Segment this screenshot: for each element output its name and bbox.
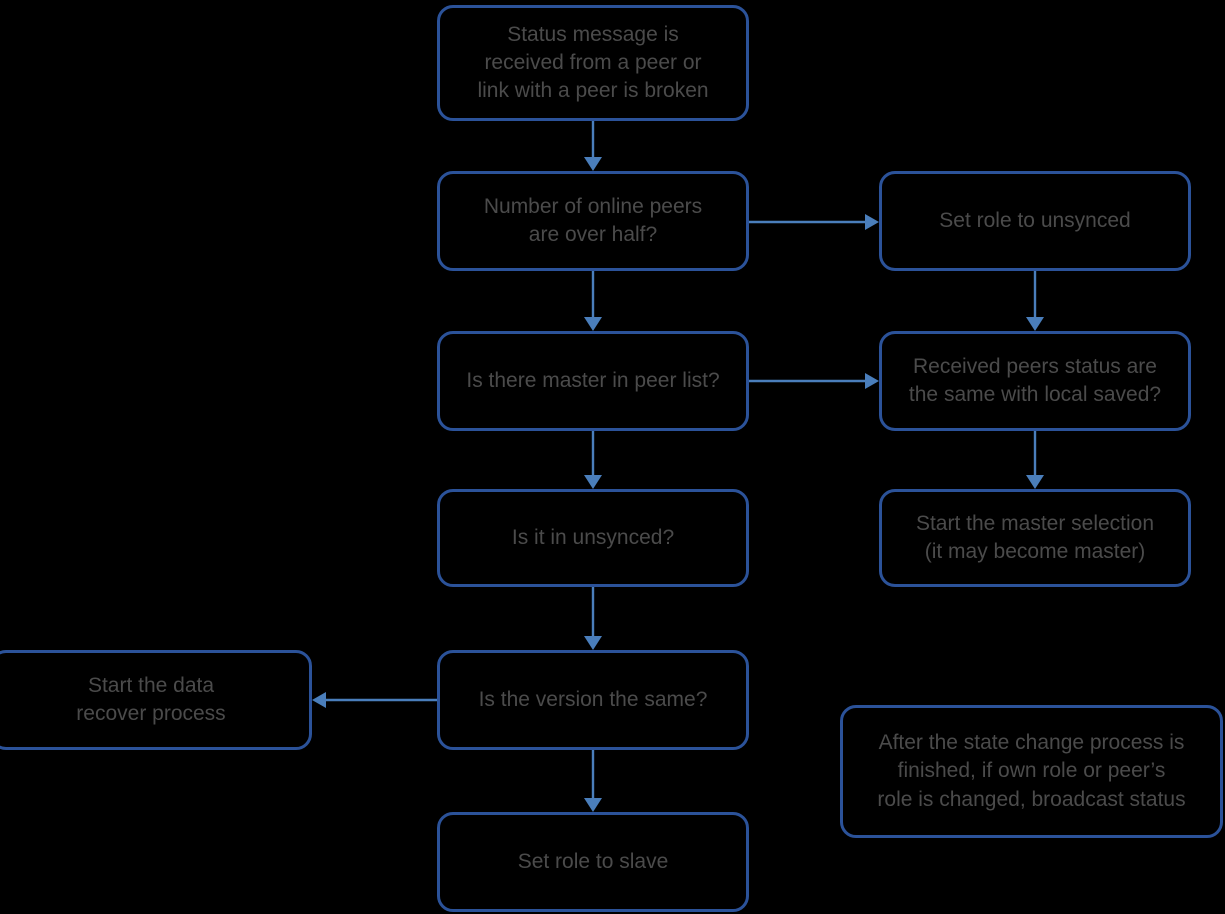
node-label-start-data-recover: Start the data recover process xyxy=(76,673,226,725)
arrowhead xyxy=(312,692,326,708)
node-master-in-peer-list[interactable]: Is there master in peer list? xyxy=(437,331,749,431)
node-label-master-in-peer-list: Is there master in peer list? xyxy=(466,368,720,392)
node-peers-status-same[interactable]: Received peers status are the same with … xyxy=(879,331,1191,431)
edge-version-to-slave xyxy=(584,750,602,812)
edge-unsynced-to-status xyxy=(1026,271,1044,331)
edge-peers-to-master xyxy=(584,271,602,331)
node-label-status-message-received: Status message is received from a peer o… xyxy=(477,22,709,103)
node-label-broadcast-note: After the state change process is finish… xyxy=(877,731,1186,811)
arrowhead xyxy=(584,636,602,650)
node-broadcast-note[interactable]: After the state change process is finish… xyxy=(840,705,1223,838)
node-start-data-recover[interactable]: Start the data recover process xyxy=(0,650,312,750)
arrowhead xyxy=(584,317,602,331)
node-set-role-unsynced[interactable]: Set role to unsynced xyxy=(879,171,1191,271)
arrowhead xyxy=(865,373,879,389)
node-label-version-same: Is the version the same? xyxy=(478,687,708,711)
node-is-it-unsynced[interactable]: Is it in unsynced? xyxy=(437,489,749,587)
node-label-start-master-selection: Start the master selection (it may becom… xyxy=(915,511,1155,563)
node-label-peers-status-same: Received peers status are the same with … xyxy=(908,354,1162,406)
node-start-master-selection[interactable]: Start the master selection (it may becom… xyxy=(879,489,1191,587)
edge-master-to-is-unsynced xyxy=(584,431,602,489)
node-set-role-slave[interactable]: Set role to slave xyxy=(437,812,749,912)
edge-unsynced-to-version xyxy=(584,587,602,650)
arrowhead xyxy=(1026,317,1044,331)
node-label-set-role-unsynced: Set role to unsynced xyxy=(939,208,1131,232)
arrowhead xyxy=(584,475,602,489)
edge-master-to-status xyxy=(749,373,879,389)
edge-peers-to-unsynced xyxy=(749,214,879,230)
edge-status-to-selection xyxy=(1026,431,1044,489)
node-label-is-it-unsynced: Is it in unsynced? xyxy=(511,525,675,549)
node-label-online-peers-over-half: Number of online peers are over half? xyxy=(483,194,703,246)
node-status-message-received[interactable]: Status message is received from a peer o… xyxy=(437,5,749,121)
arrowhead xyxy=(865,214,879,230)
node-label-set-role-slave: Set role to slave xyxy=(517,849,669,873)
edge-version-to-recover xyxy=(312,692,437,708)
node-version-same[interactable]: Is the version the same? xyxy=(437,650,749,750)
arrowhead xyxy=(1026,475,1044,489)
arrowhead xyxy=(584,798,602,812)
arrowhead xyxy=(584,157,602,171)
node-online-peers-over-half[interactable]: Number of online peers are over half? xyxy=(437,171,749,271)
edge-status-to-peers xyxy=(584,121,602,171)
